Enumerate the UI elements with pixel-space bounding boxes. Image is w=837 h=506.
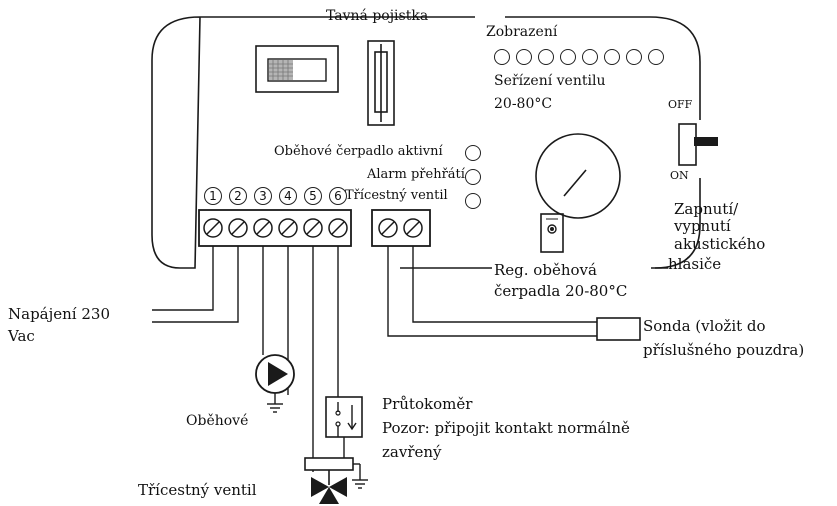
flowmeter-note-line2: zavřený	[382, 443, 442, 461]
terminal-block-main	[198, 209, 352, 247]
pump-regulation-label-line2: čerpadla 20-80°C	[494, 282, 628, 300]
display-led-3	[538, 49, 554, 65]
housing-outline	[151, 16, 701, 269]
wiring	[152, 246, 597, 472]
pump-regulator-trimmer	[540, 213, 564, 253]
power-supply-label-line1: Napájení 230	[8, 305, 110, 323]
three-way-valve-label: Třícestný ventil	[138, 481, 257, 499]
display-led-8	[648, 49, 664, 65]
buzzer-label-line4: hlásiče	[668, 255, 722, 273]
flowmeter-note-line1: Pozor: připojit kontakt normálně	[382, 419, 630, 437]
valve-range-label: 20-80°C	[494, 96, 553, 112]
pump-active-label: Oběhové čerpadlo aktivní	[274, 144, 443, 159]
fuse-holder	[367, 40, 395, 126]
valve-setting-label: Seřízení ventilu	[494, 73, 606, 89]
display-led-6	[604, 49, 620, 65]
switch-off-label: OFF	[668, 98, 693, 111]
power-supply-label-line2: Vac	[8, 327, 35, 345]
terminal-number-3: 3	[254, 187, 272, 205]
display-led-7	[626, 49, 642, 65]
three-way-valve-symbol	[304, 457, 368, 504]
display-led-1	[494, 49, 510, 65]
buzzer-toggle-switch	[678, 123, 718, 166]
three-way-valve-led-label: Třícestný ventil	[345, 188, 448, 203]
terminal-number-6: 6	[329, 187, 347, 205]
display-label: Zobrazení	[486, 24, 558, 40]
display-led-2	[516, 49, 532, 65]
overheat-alarm-label: Alarm přehřátí	[367, 167, 465, 182]
probe-label-line1: Sonda (vložit do	[643, 317, 766, 335]
buzzer-label-line1: Zapnutí/	[674, 200, 739, 218]
pump-regulation-label-line1: Reg. oběhová	[494, 261, 597, 279]
circulation-pump-symbol	[255, 354, 295, 413]
probe-sensor	[596, 317, 641, 341]
display-led-4	[560, 49, 576, 65]
mode-selector-switch	[255, 45, 339, 93]
three-way-valve-led	[465, 193, 481, 209]
buzzer-label-line2: vypnutí	[674, 217, 731, 235]
probe-label-line2: příslušného pouzdra)	[643, 341, 805, 359]
display-led-5	[582, 49, 598, 65]
overheat-alarm-led	[465, 169, 481, 185]
terminal-block-probe	[371, 209, 431, 247]
flowmeter-label: Průtokoměr	[382, 395, 473, 413]
terminal-number-1: 1	[204, 187, 222, 205]
circulation-pump-label: Oběhové	[186, 413, 249, 429]
terminal-number-4: 4	[279, 187, 297, 205]
terminal-number-2: 2	[229, 187, 247, 205]
pump-active-led	[465, 145, 481, 161]
buzzer-label-line3: akustického	[674, 235, 766, 253]
flowmeter-symbol	[325, 396, 363, 462]
switch-on-label: ON	[670, 169, 689, 182]
terminal-number-5: 5	[304, 187, 322, 205]
valve-regulator-dial	[535, 133, 621, 219]
fuse-label: Tavná pojistka	[326, 8, 429, 24]
